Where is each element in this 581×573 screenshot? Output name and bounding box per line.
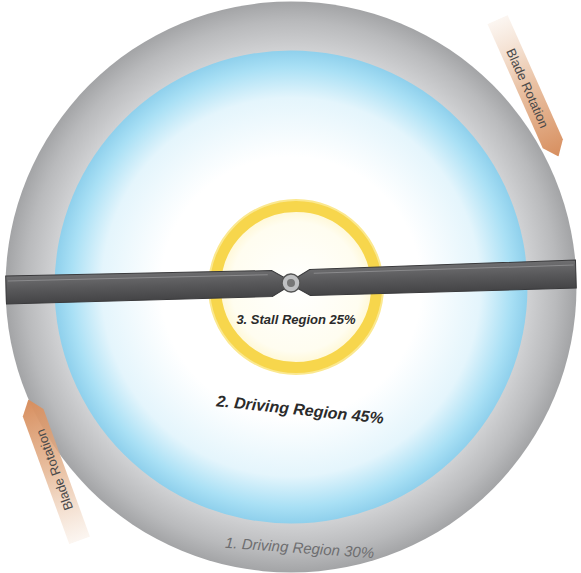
region-label: 3. Stall Region 25%: [236, 312, 355, 327]
